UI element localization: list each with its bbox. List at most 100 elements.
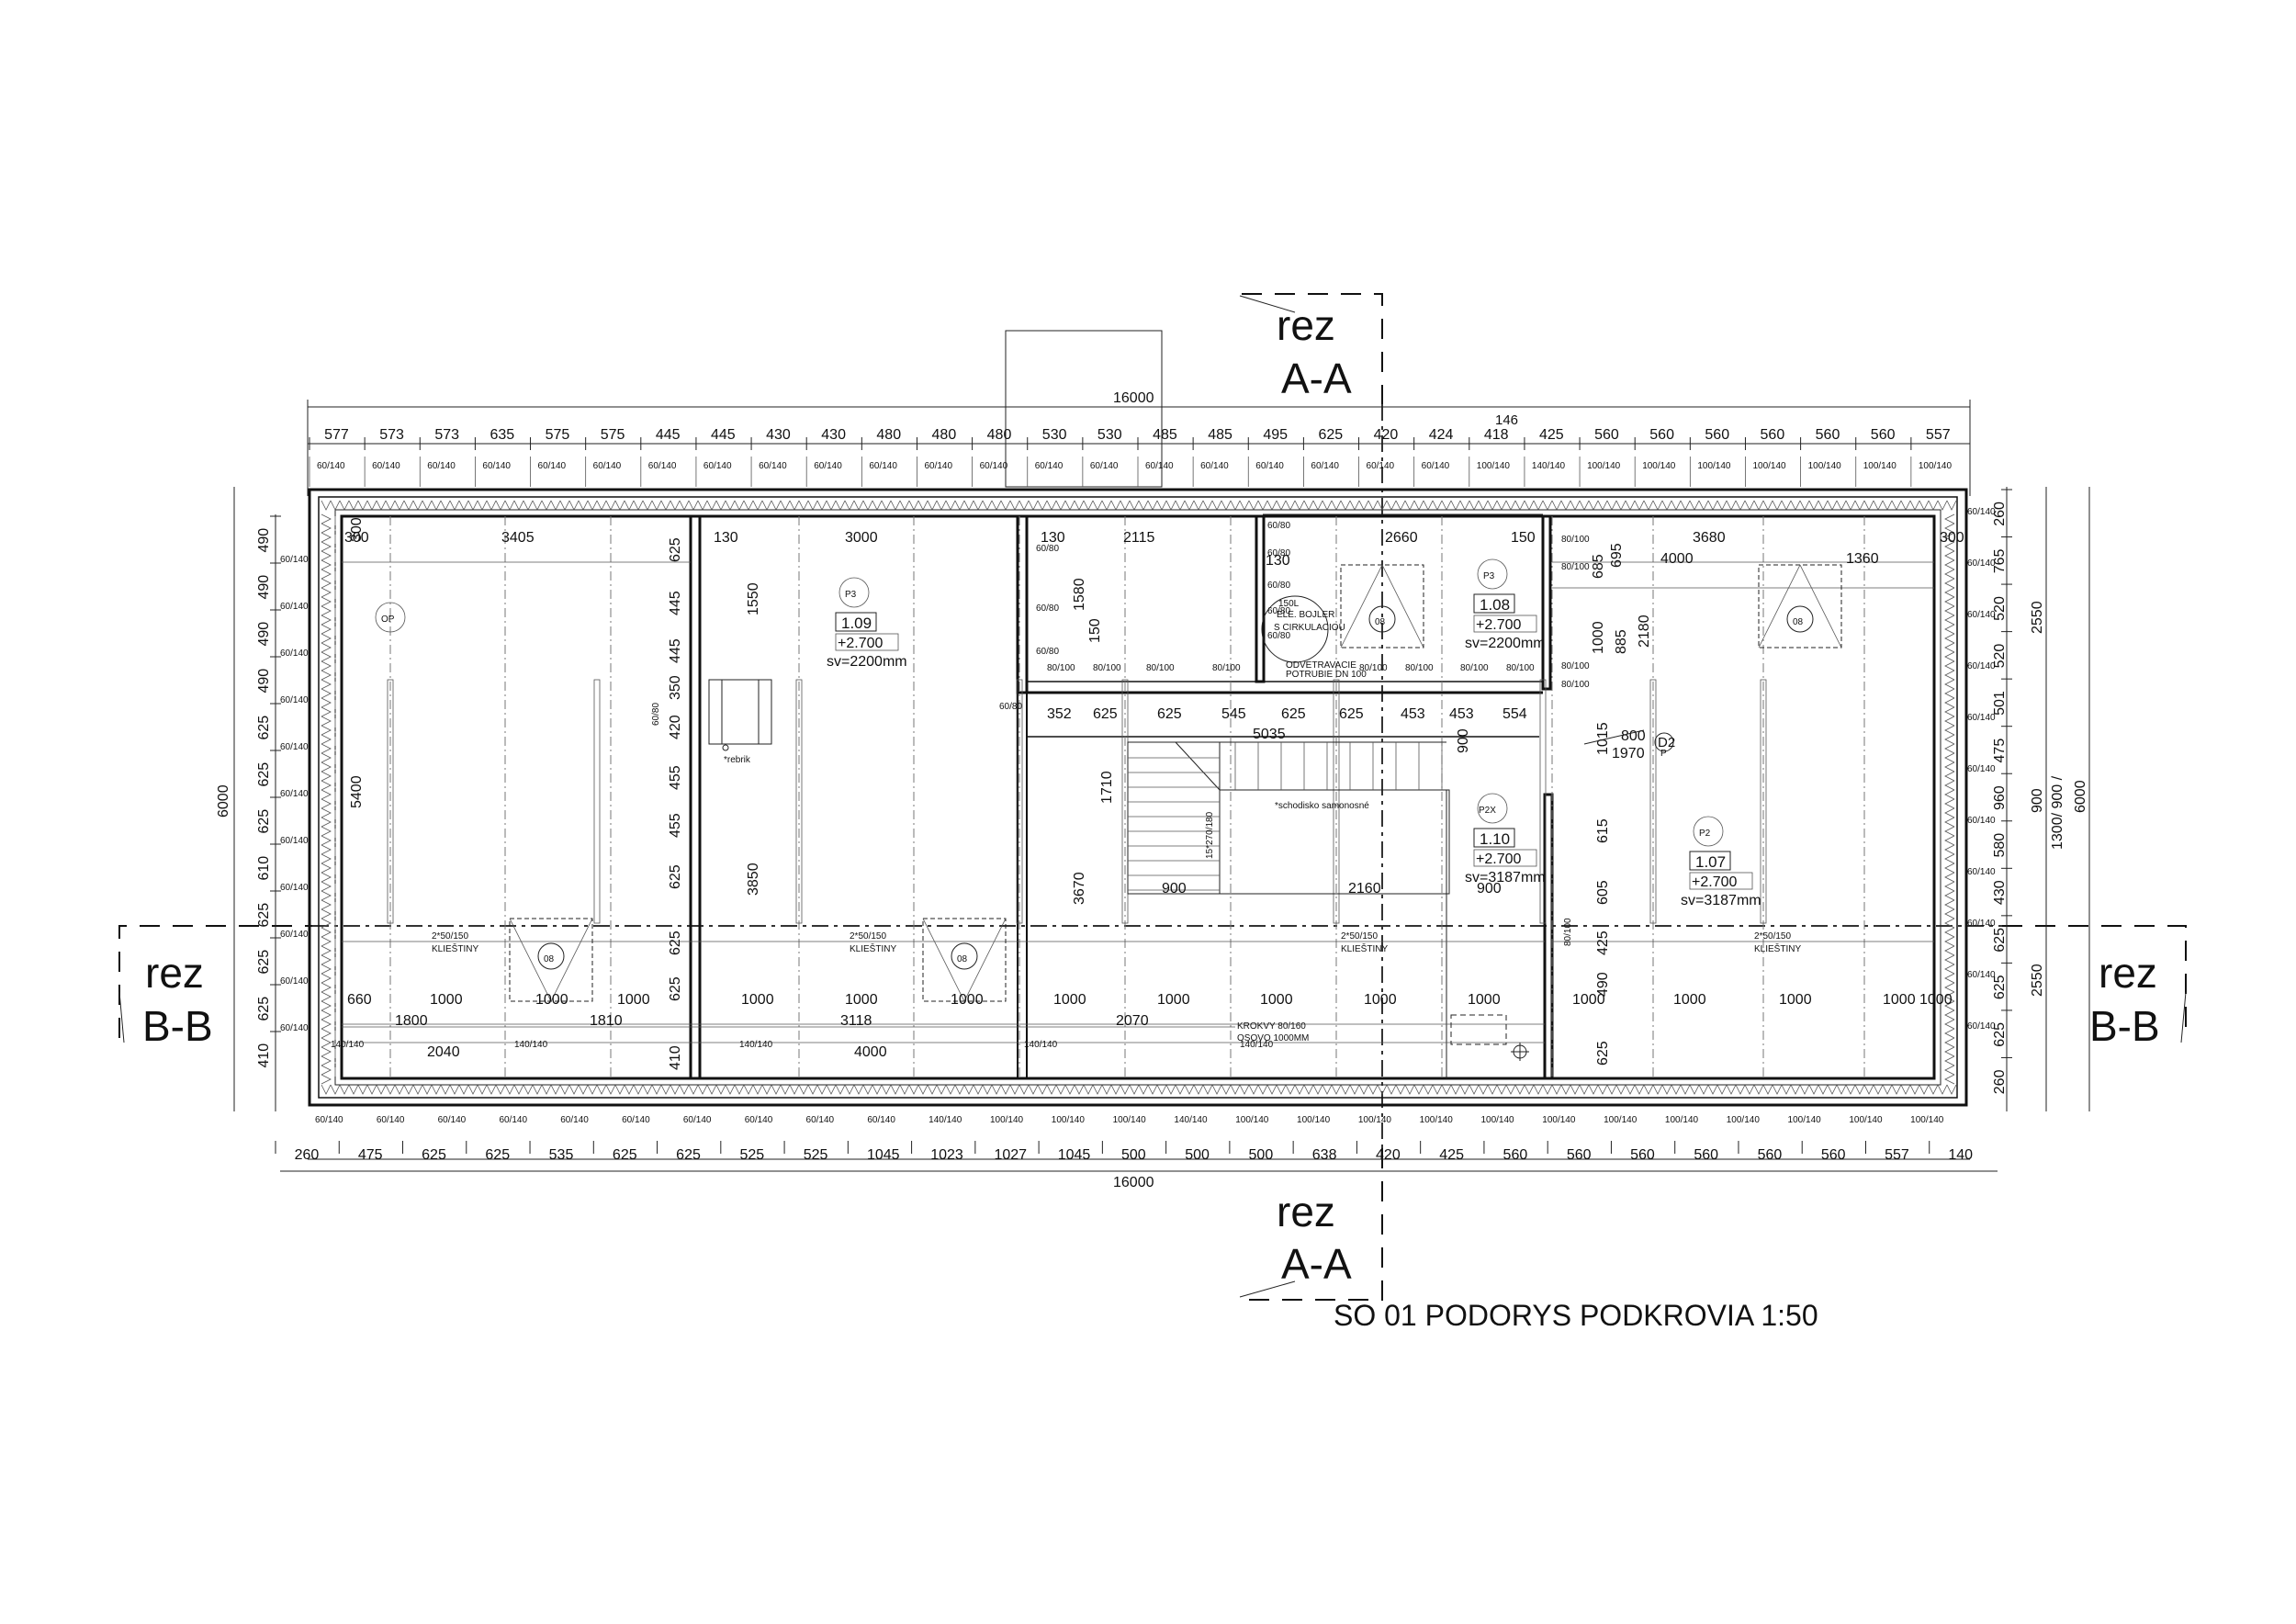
dim-bottom-segment: 140 [1948, 1147, 1973, 1163]
dim-left-segment: 490 [256, 528, 272, 553]
section-bb-right: rez B-B [2002, 925, 2187, 1050]
dim-right-segment: 580 [1992, 833, 2008, 858]
skylight-label: 08 [1375, 617, 1386, 627]
dim-top-segment: 560 [1761, 427, 1785, 443]
dim-bottom-segment: 560 [1821, 1147, 1846, 1163]
dim-left-total: 6000 [216, 784, 231, 818]
dim-row-b: 1800 [395, 1013, 428, 1029]
dim-top-segment: 480 [987, 427, 1012, 443]
rafter-tag-left: 60/140 [280, 742, 309, 752]
boiler-label-2: ELE. BOJLER [1277, 610, 1334, 620]
rafter-tag-top: 60/140 [814, 461, 842, 471]
dim-r1-j: 300 [1940, 530, 1964, 546]
dim-bottom-segment: 475 [358, 1147, 383, 1163]
dim-bottom-segment: 638 [1312, 1147, 1337, 1163]
small-member-tag: 80/100 [1093, 663, 1121, 673]
rafter-tag-top: 60/140 [980, 461, 1008, 471]
section-aa-top: rez A-A [1239, 293, 1383, 404]
dim-v-490: 490 [1595, 972, 1611, 997]
dim-right-segment: 430 [1992, 880, 2008, 905]
rafter-tag-bottom: 100/140 [1297, 1115, 1331, 1125]
dim-bottom-segment: 560 [1694, 1147, 1718, 1163]
dim-left-segment: 625 [256, 950, 272, 975]
rafter-tag-top: 100/140 [1808, 461, 1842, 471]
dim-right-group-top: 2550 [2030, 601, 2045, 634]
small-member-tag: 80/100 [1506, 663, 1535, 673]
dim-row-1000: 1000 [1260, 992, 1293, 1008]
collar-tie-name: KLIEŠTINY [1341, 942, 1388, 954]
rafter-tag-top: 60/140 [1311, 461, 1339, 471]
rafter-tag-top: 60/140 [759, 461, 787, 471]
dim-v-615: 615 [1595, 818, 1611, 843]
dim-mid-5035: 5035 [1253, 727, 1286, 742]
rafter-tag-left: 60/140 [280, 930, 309, 940]
dim-r1-g: 2660 [1385, 530, 1418, 546]
dim-v-1000: 1000 [1591, 621, 1606, 654]
collar-tie-size: 2*50/150 [850, 931, 886, 942]
dim-top-segment: 430 [766, 427, 791, 443]
dim-row-1000: 1000 [1919, 992, 1953, 1008]
rafter-tag-top: 100/140 [1587, 461, 1621, 471]
dim-row-1000: 1000 [1053, 992, 1086, 1008]
rafter-tag-bottom: 100/140 [990, 1115, 1024, 1125]
rafter-lines [334, 516, 1865, 1078]
dim-bottom-segment: 1045 [1058, 1147, 1091, 1163]
dim-top-segment: 485 [1153, 427, 1177, 443]
skylight-diag [1758, 564, 1801, 648]
dim-v-420: 420 [668, 715, 683, 739]
dim-top-segment: 577 [324, 427, 349, 443]
room-height-box [1689, 872, 1753, 890]
rafter-tags-left: 60/14060/14060/14060/14060/14060/14060/1… [280, 555, 309, 1033]
rafter-tag-top: 100/140 [1642, 461, 1676, 471]
dim-v-1580: 1580 [1072, 578, 1087, 611]
dim-right-segment: 960 [1992, 785, 2008, 810]
dim-v-2180: 2180 [1637, 615, 1652, 648]
rafter-tag-top: 60/140 [372, 461, 400, 471]
dim-v-410: 410 [668, 1045, 683, 1070]
rafter-tag-bottom: 100/140 [1910, 1115, 1944, 1125]
dim-right-segment: 260 [1992, 502, 2008, 526]
room-height-box [1473, 849, 1537, 867]
rafter-tag-top: 60/140 [427, 461, 456, 471]
dim-top-segment: 424 [1429, 427, 1454, 443]
dim-row-1000: 1000 [1572, 992, 1605, 1008]
rafter-tag-bottom: 60/140 [438, 1115, 467, 1125]
dim-bottom-segment: 560 [1503, 1147, 1528, 1163]
room-circle-label: P3 [1483, 571, 1495, 581]
dim-bottom-segment: 260 [295, 1147, 320, 1163]
room-circle-label: P3 [845, 590, 857, 600]
section-bb-left-label-1: rez [145, 949, 204, 997]
dim-row-1000: 1000 [1779, 992, 1812, 1008]
dim-bottom-segment: 525 [804, 1147, 828, 1163]
room-height: +2.700 [1476, 617, 1521, 633]
rafter-tag-left: 60/140 [280, 555, 309, 565]
dim-row-b: 1810 [590, 1013, 623, 1029]
dim-top-segment: 418 [1484, 427, 1509, 443]
dim-top-total: 16000 [1113, 390, 1154, 406]
room-number: 1.10 [1480, 830, 1510, 848]
small-member-tag: 60/80 [1036, 647, 1059, 657]
rafter-tag-bottom: 100/140 [1727, 1115, 1761, 1125]
room-tags: OPP31.09+2.700sv=2200mmP31.08+2.700sv=22… [375, 558, 1761, 908]
dim-v-5400: 5400 [349, 775, 365, 808]
dim-r1-a: 300 [344, 530, 369, 546]
dim-v-695: 695 [1609, 543, 1625, 568]
dim-top-segment: 445 [656, 427, 681, 443]
rafter-tag-right: 60/140 [1967, 661, 1996, 671]
room-number-box [1473, 593, 1515, 614]
dim-top-segment: 635 [490, 427, 514, 443]
dim-stair-900: 900 [1162, 881, 1187, 897]
small-member-tag: 80/100 [1212, 663, 1241, 673]
collar-tie-size: 2*50/150 [432, 931, 468, 942]
dim-left-segment: 625 [256, 997, 272, 1021]
dim-right-group-bottom: 2550 [2030, 964, 2045, 997]
dim-v-445a: 445 [668, 591, 683, 615]
rafter-tag-bottom: 100/140 [1420, 1115, 1454, 1125]
dim-top-segment: 560 [1705, 427, 1729, 443]
dim-mid-row: 625 [1093, 706, 1118, 722]
dim-bottom-segment: 1027 [994, 1147, 1027, 1163]
